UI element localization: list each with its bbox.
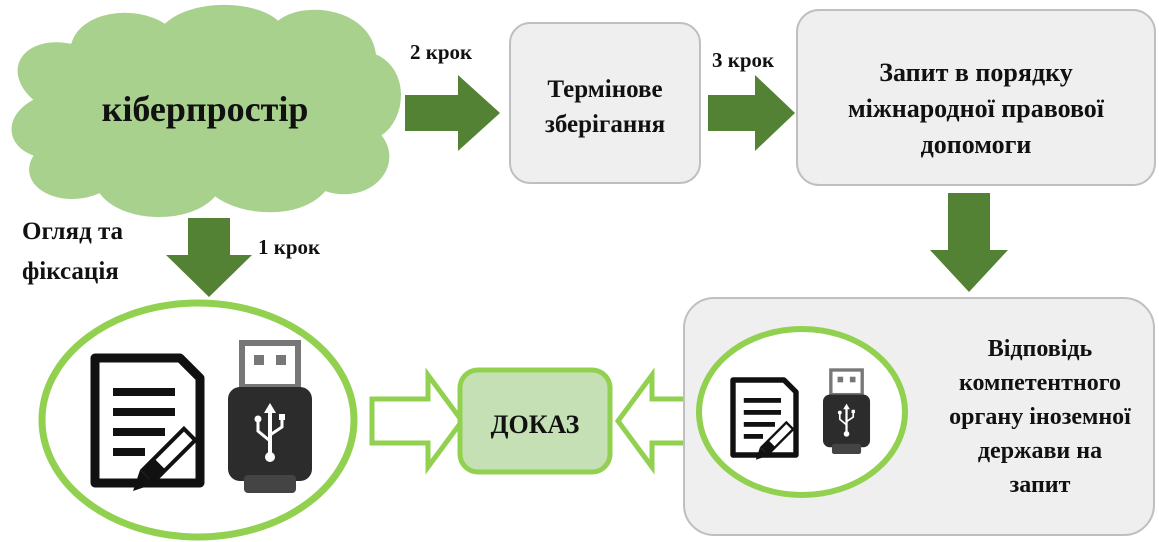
arrow-down-right [930, 193, 1008, 292]
urgent-storage-line-1: Термінове [547, 76, 662, 103]
step-1-label: 1 крок [258, 235, 321, 259]
urgent-storage-box [509, 22, 701, 184]
document-edit-icon-small [733, 380, 796, 464]
step-2-label: 2 крок [410, 40, 473, 64]
legal-request-line-2: міжнародної правової [848, 94, 1105, 123]
arrow-step-3 [708, 75, 795, 151]
arrow-step-2 [405, 75, 500, 151]
foreign-response-line-2: компетентного [959, 370, 1121, 396]
foreign-evidence-ellipse [696, 326, 908, 498]
urgent-storage-line-2: зберігання [545, 111, 665, 138]
document-edit-icon [95, 358, 200, 498]
inspection-line-1: Огляд та [22, 218, 124, 245]
legal-assistance-request-box [796, 9, 1156, 186]
foreign-response-line-5: запит [1010, 472, 1071, 498]
legal-request-line-3: допомоги [921, 130, 1032, 159]
foreign-response-line-3: органу іноземної [949, 404, 1131, 430]
arrow-to-evidence-left [369, 367, 466, 475]
cyberspace-label: кіберпростір [102, 89, 309, 129]
usb-drive-icon [228, 343, 312, 493]
step-3-label: 3 крок [712, 48, 775, 72]
arrow-step-1 [166, 218, 252, 297]
cyberspace-cloud [11, 4, 401, 218]
evidence-label: ДОКАЗ [491, 410, 580, 439]
foreign-response-line-1: Відповідь [988, 336, 1093, 362]
evidence-box [457, 367, 613, 475]
foreign-response-line-4: держави на [978, 438, 1102, 464]
usb-drive-icon-small [821, 368, 872, 456]
legal-request-line-1: Запит в порядку [879, 58, 1072, 87]
inspection-line-2: фіксація [22, 258, 119, 285]
